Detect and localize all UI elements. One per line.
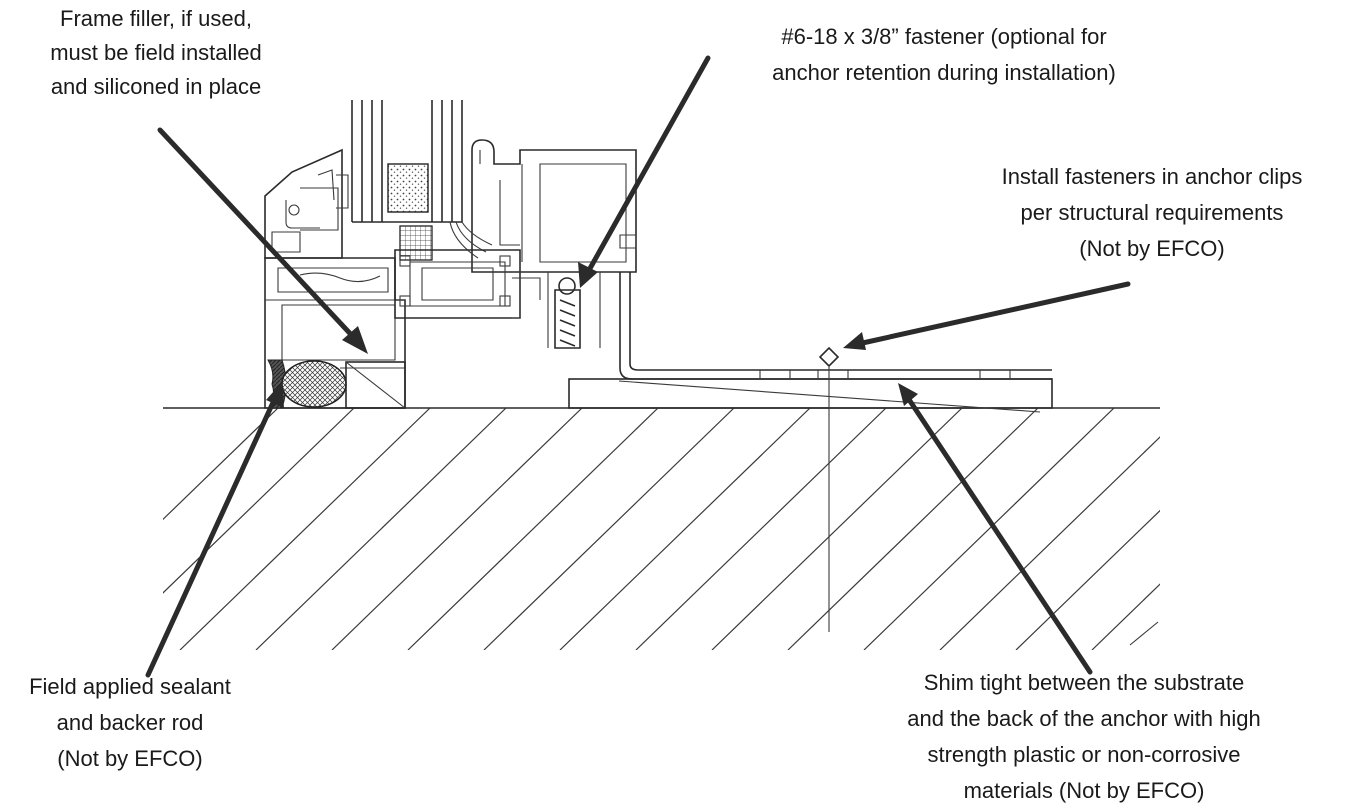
callout-frame-filler-line-2: must be field installed	[50, 40, 262, 65]
substrate-hatch-line	[635, 408, 887, 650]
substrate-hatch-line	[179, 408, 431, 650]
substrate-hatch-line	[255, 408, 507, 650]
frame-filler	[345, 361, 406, 409]
substrate	[163, 407, 1347, 650]
callout-sealant-line-1: Field applied sealant	[29, 674, 231, 699]
shim	[568, 378, 1053, 413]
callout-shim-line-3: strength plastic or non-corrosive	[927, 742, 1240, 767]
callout-sealant-line-3: (Not by EFCO)	[57, 746, 202, 771]
callout-frame-filler: Frame filler, if used, must be field ins…	[50, 6, 262, 99]
substrate-hatch-line	[163, 408, 279, 650]
substrate-hatch-line	[331, 408, 583, 650]
callout-shim-line-1: Shim tight between the substrate	[924, 670, 1244, 695]
anchor-fastener-marker	[818, 346, 840, 632]
callout-sealant: Field applied sealant and backer rod (No…	[29, 674, 231, 771]
substrate-hatch-line	[863, 408, 1115, 650]
substrate-hatch-line	[1015, 408, 1160, 650]
substrate-hatch-line	[939, 408, 1160, 650]
substrate-hatch-line	[711, 408, 963, 650]
sealant-joint	[267, 359, 406, 409]
interior-frame	[449, 139, 637, 273]
substrate-hatch-line	[1168, 408, 1347, 650]
callout-frame-filler-line-3: and siliconed in place	[51, 74, 261, 99]
anchor-clip	[619, 272, 1052, 380]
substrate-hatch-line	[559, 408, 811, 650]
callout-fastener: #6-18 x 3/8” fastener (optional for anch…	[772, 24, 1116, 85]
leader-arrows	[145, 55, 1131, 678]
callout-install-fasteners-line-3: (Not by EFCO)	[1079, 236, 1224, 261]
callout-install-fasteners: Install fasteners in anchor clips per st…	[1002, 164, 1303, 261]
substrate-hatch-line	[787, 408, 1039, 650]
callout-install-fasteners-line-1: Install fasteners in anchor clips	[1002, 164, 1303, 189]
callout-shim-line-2: and the back of the anchor with high	[907, 706, 1260, 731]
callout-sealant-line-2: and backer rod	[57, 710, 204, 735]
callout-fastener-line-2: anchor retention during installation)	[772, 60, 1116, 85]
substrate-hatch-line	[1244, 408, 1347, 650]
callout-shim-line-4: materials (Not by EFCO)	[964, 778, 1205, 803]
substrate-hatch-line	[483, 408, 735, 650]
screw-chamber	[512, 262, 601, 349]
callout-shim: Shim tight between the substrate and the…	[907, 670, 1260, 803]
substrate-hatch-line	[163, 408, 355, 650]
substrate-hatch-line	[1320, 408, 1347, 650]
callout-frame-filler-line-1: Frame filler, if used,	[60, 6, 252, 31]
window-frame	[264, 100, 637, 409]
backer-rod	[281, 360, 347, 408]
substrate-hatching	[163, 408, 1347, 650]
glass-lites	[351, 100, 463, 223]
callout-install-fasteners-line-2: per structural requirements	[1021, 200, 1284, 225]
substrate-hatch-line	[407, 408, 659, 650]
setting-block	[399, 225, 433, 261]
callout-fastener-line-1: #6-18 x 3/8” fastener (optional for	[781, 24, 1106, 49]
glazing-stop	[264, 148, 349, 259]
substrate-hatch-line	[1091, 408, 1160, 650]
